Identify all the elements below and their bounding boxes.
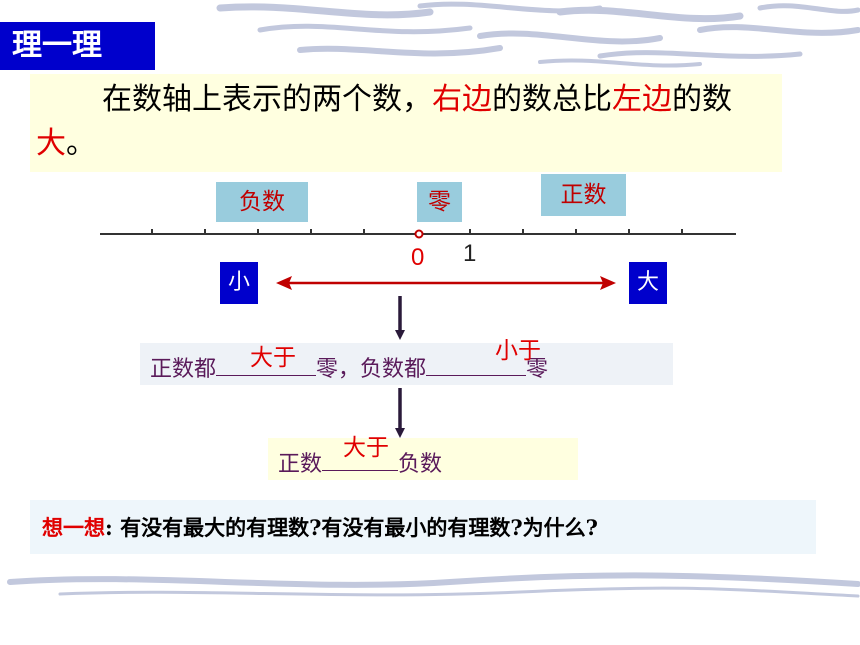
statement-period: 。 bbox=[66, 126, 96, 161]
think-colon: : bbox=[105, 515, 113, 540]
down-arrow-1-head bbox=[395, 330, 405, 340]
big-label: 大 bbox=[629, 262, 667, 304]
fill-in-1-suffix: 零 bbox=[526, 357, 549, 382]
statement-bigger: 大 bbox=[36, 126, 66, 161]
down-arrow-2-head bbox=[395, 428, 405, 438]
statement-part-3: 的数总比 bbox=[492, 82, 612, 117]
answer-less-than: 小于 bbox=[495, 338, 541, 364]
origin-dot bbox=[414, 229, 424, 239]
number-line-ticks bbox=[151, 229, 683, 234]
fill-in-1-prefix: 正数都 bbox=[150, 357, 217, 382]
statement-part-1: 在数轴上表示的两个数， bbox=[102, 82, 432, 117]
statement-part-5: 的数 bbox=[672, 82, 732, 117]
think-question: 想一想: 有没有最大的有理数?有没有最小的有理数?为什么? bbox=[42, 512, 598, 542]
fill-in-panel-2 bbox=[268, 438, 578, 480]
statement-text: 在数轴上表示的两个数，右边的数总比左边的数大。 bbox=[36, 78, 776, 166]
negative-number-label: 负数 bbox=[216, 182, 308, 222]
think-question-text: 有没有最大的有理数?有没有最小的有理数?为什么? bbox=[112, 515, 598, 540]
fill-in-1-middle: 零，负数都 bbox=[316, 357, 427, 382]
positive-number-label: 正数 bbox=[541, 174, 626, 216]
fill-in-sentence-1: 正数都 零，负数都 零 bbox=[150, 351, 548, 383]
fill-in-2-suffix: 负数 bbox=[398, 452, 443, 477]
fill-in-panel-1 bbox=[140, 343, 673, 385]
fill-in-sentence-2: 正数 负数 bbox=[278, 446, 442, 478]
answer-greater-than-1: 大于 bbox=[250, 345, 296, 371]
small-label: 小 bbox=[220, 262, 258, 304]
statement-right-side: 右边 bbox=[432, 82, 492, 117]
think-panel bbox=[30, 500, 816, 554]
arrow-right-head bbox=[600, 276, 616, 290]
fill-in-1-blank-2 bbox=[426, 355, 527, 376]
statement-left-side: 左边 bbox=[612, 82, 672, 117]
answer-greater-than-2: 大于 bbox=[343, 435, 389, 461]
fill-in-2-prefix: 正数 bbox=[278, 452, 323, 477]
zero-label: 零 bbox=[417, 182, 462, 222]
statement-panel bbox=[30, 74, 782, 172]
fill-in-1-blank-1 bbox=[216, 355, 317, 376]
origin-label: 0 bbox=[411, 244, 425, 271]
arrow-left-head bbox=[276, 276, 292, 290]
fill-in-2-blank bbox=[322, 450, 399, 471]
think-label: 想一想 bbox=[42, 515, 105, 540]
one-label: 1 bbox=[463, 240, 477, 267]
section-title: 理一理 bbox=[0, 22, 155, 70]
